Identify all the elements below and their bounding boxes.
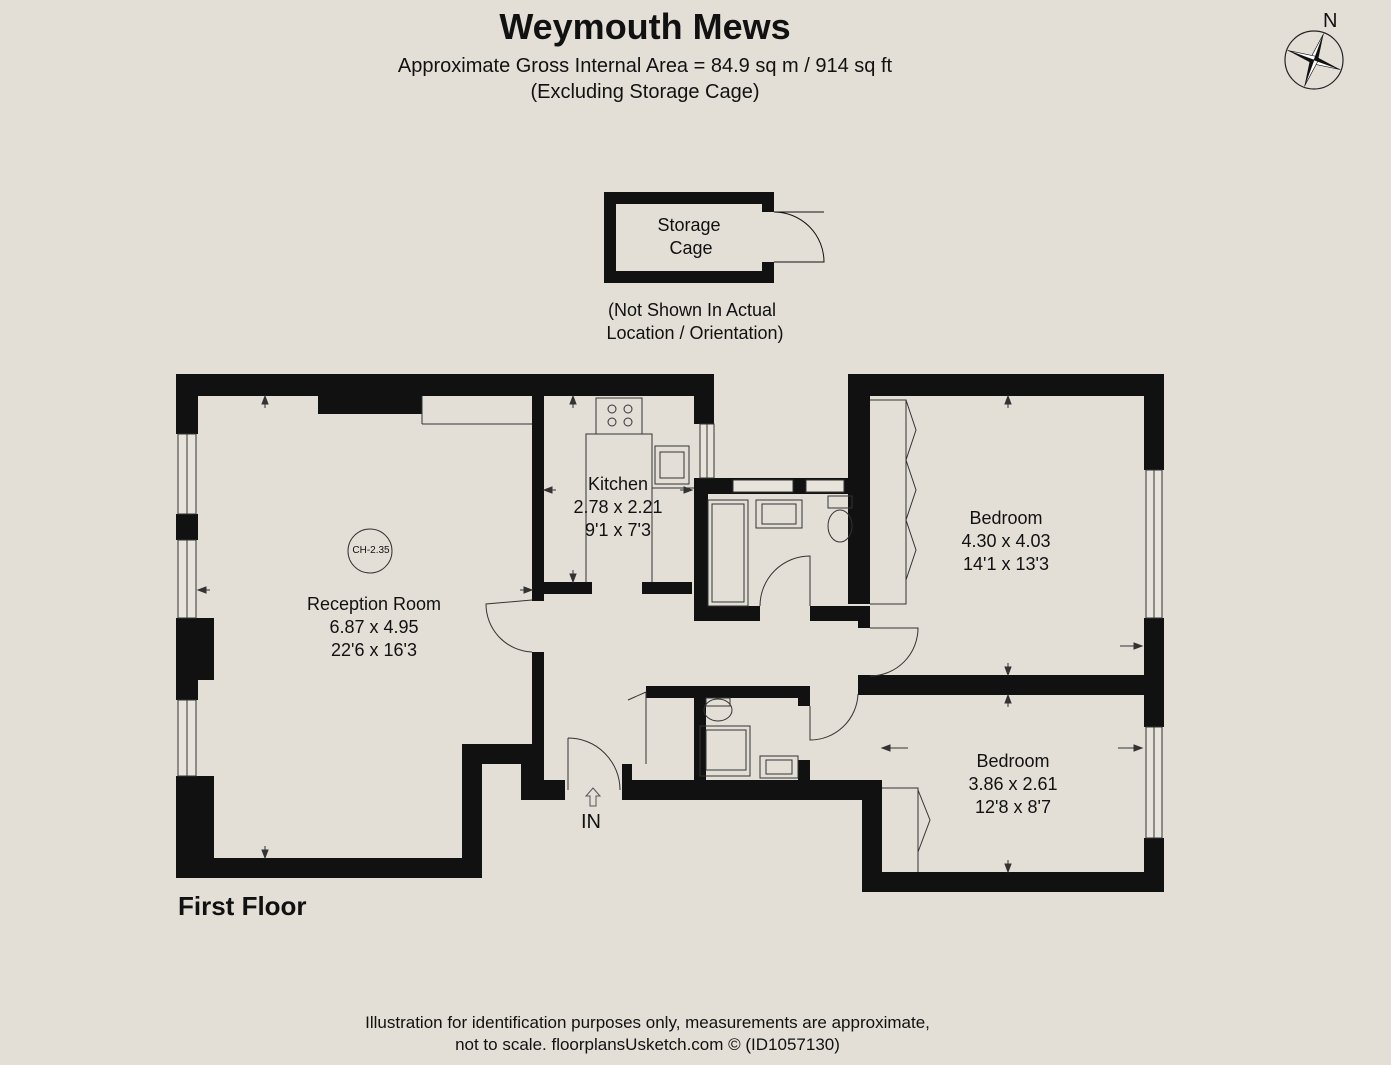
plan-title: Weymouth Mews [499,6,791,47]
bedroom-1-imperial: 14'1 x 13'3 [963,554,1049,574]
kitchen-imperial: 9'1 x 7'3 [585,520,651,540]
bedroom-2-label: Bedroom 3.86 x 2.61 12'8 x 8'7 [953,750,1073,819]
kitchen-label: Kitchen 2.78 x 2.21 9'1 x 7'3 [558,473,678,542]
bedroom-1-label: Bedroom 4.30 x 4.03 14'1 x 13'3 [946,507,1066,576]
bedroom-1-name: Bedroom [969,508,1043,528]
gross-area-text: Approximate Gross Internal Area = 84.9 s… [397,55,893,77]
reception-imperial: 22'6 x 16'3 [331,640,417,660]
storage-cage [604,192,825,283]
floor-label: First Floor [178,891,307,921]
storage-label-2: Cage [669,238,713,258]
bedroom-2-imperial: 12'8 x 8'7 [975,797,1051,817]
compass-rose-icon [1284,30,1344,90]
disclaimer-line-2: not to scale. floorplansUsketch.com © (I… [455,1035,840,1054]
bedroom-2-metric: 3.86 x 2.61 [968,774,1058,794]
dimension-arrows [196,394,1144,874]
bedroom-1-metric: 4.30 x 4.03 [961,531,1051,551]
exterior-walls [176,374,1164,892]
reception-metric: 6.87 x 4.95 [329,617,419,637]
fixture-lines [421,396,931,872]
ceiling-height-label: CH-2.35 [352,545,390,556]
ceiling-height-marker [347,528,393,574]
bedroom-2-name: Bedroom [976,751,1050,771]
area-note-text: (Excluding Storage Cage) [530,81,760,103]
window-mullions [186,424,1155,838]
kitchen-name: Kitchen [587,474,649,494]
door-swings [485,599,919,791]
north-label: N [1323,10,1338,32]
reception-room-label: Reception Room 6.87 x 4.95 22'6 x 16'3 [274,593,474,662]
reception-name: Reception Room [306,594,442,614]
entrance-label: IN [581,811,601,833]
entrance-arrow-icon [584,787,602,807]
kitchen-metric: 2.78 x 2.21 [573,497,663,517]
disclaimer-line-1: Illustration for identification purposes… [365,1013,930,1032]
storage-note-1: (Not Shown In Actual [607,300,777,320]
storage-note-2: Location / Orientation) [606,323,784,343]
storage-label-1: Storage [657,215,721,235]
